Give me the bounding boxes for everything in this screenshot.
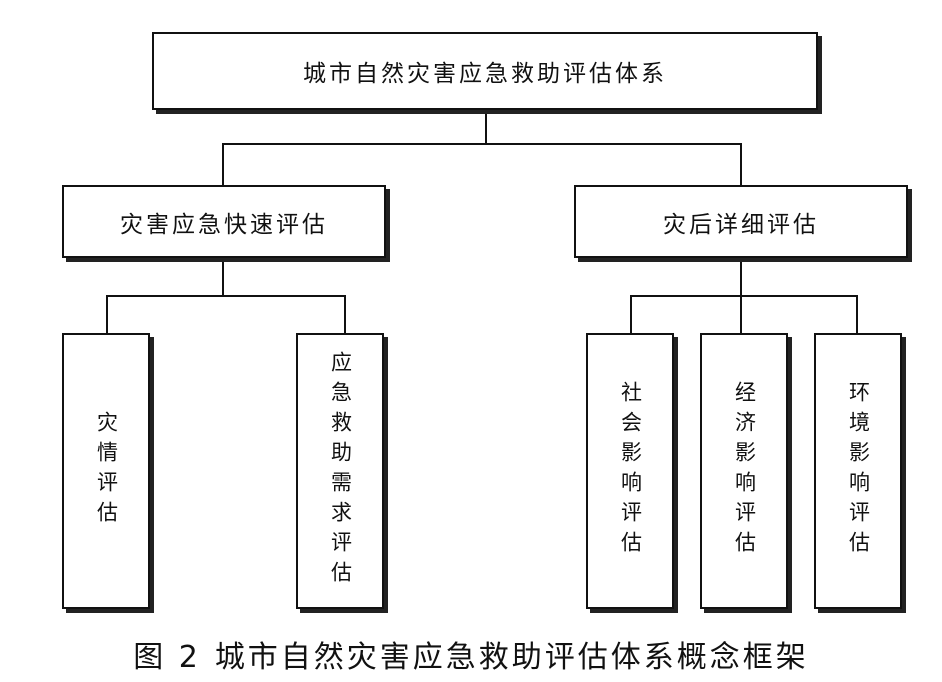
connector-level1-horizontal bbox=[222, 143, 742, 145]
connector-left-branch-down bbox=[222, 143, 224, 185]
connector-right-child-3 bbox=[856, 295, 858, 333]
leaf-node-relief-demand-assessment: 应急救助需求评估 bbox=[296, 333, 384, 609]
figure-caption: 图 2 城市自然灾害应急救助评估体系概念框架 bbox=[0, 632, 942, 676]
leaf-node-label: 应急救助需求评估 bbox=[328, 351, 353, 591]
connector-right-children-horizontal bbox=[630, 295, 858, 297]
connector-left-child-2 bbox=[344, 295, 346, 333]
leaf-node-environmental-impact-assessment: 环境影响评估 bbox=[814, 333, 902, 609]
branch-node-detailed-assessment: 灾后详细评估 bbox=[574, 185, 908, 258]
leaf-node-economic-impact-assessment: 经济影响评估 bbox=[700, 333, 788, 609]
connector-root-down bbox=[485, 110, 487, 144]
connector-left-child-1 bbox=[106, 295, 108, 333]
figure-number: 图 2 bbox=[133, 640, 201, 675]
connector-left-branch-bottom bbox=[222, 258, 224, 296]
leaf-node-social-impact-assessment: 社会影响评估 bbox=[586, 333, 674, 609]
root-node-label: 城市自然灾害应急救助评估体系 bbox=[303, 61, 667, 87]
connector-right-child-1 bbox=[630, 295, 632, 333]
leaf-node-label: 灾情评估 bbox=[94, 411, 119, 531]
leaf-node-label: 经济影响评估 bbox=[732, 381, 757, 561]
branch-node-label: 灾害应急快速评估 bbox=[120, 211, 328, 238]
branch-node-label: 灾后详细评估 bbox=[663, 211, 819, 238]
leaf-node-label: 社会影响评估 bbox=[618, 381, 643, 561]
figure-title: 城市自然灾害应急救助评估体系概念框架 bbox=[214, 640, 809, 675]
connector-right-branch-down bbox=[740, 143, 742, 185]
root-node: 城市自然灾害应急救助评估体系 bbox=[152, 32, 818, 110]
leaf-node-label: 环境影响评估 bbox=[846, 381, 871, 561]
connector-left-children-horizontal bbox=[106, 295, 346, 297]
connector-right-child-2 bbox=[740, 295, 742, 333]
connector-right-branch-bottom bbox=[740, 258, 742, 296]
branch-node-rapid-assessment: 灾害应急快速评估 bbox=[62, 185, 386, 258]
leaf-node-disaster-assessment: 灾情评估 bbox=[62, 333, 150, 609]
